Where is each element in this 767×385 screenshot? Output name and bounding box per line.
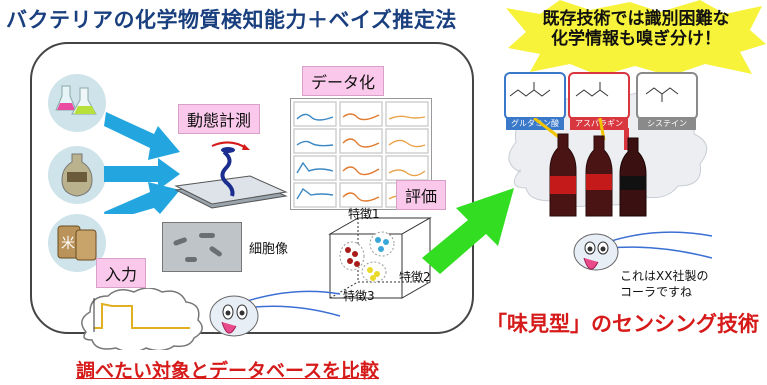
cysteine-card: システイン xyxy=(636,72,698,130)
feature-cube xyxy=(328,217,432,299)
evaluation-label: 評価 xyxy=(396,180,447,210)
bacterium-mascot xyxy=(209,290,341,337)
feature3-label: 特徴3 xyxy=(343,289,375,303)
feature2-label: 特徴2 xyxy=(399,270,431,284)
dynamics-label: 動態計測 xyxy=(178,104,261,134)
speech-line2: コーラですね xyxy=(620,285,693,299)
speech-line1: これはXX社製の xyxy=(620,269,709,283)
molecule-icon xyxy=(575,82,609,97)
cell-image xyxy=(162,222,242,272)
sensing-caption: 「味見型」のセンシング技術 xyxy=(486,312,759,336)
molecule-icon xyxy=(509,82,551,97)
page-title: バクテリアの化学物質検知能力＋ベイズ推定法 xyxy=(6,8,457,32)
starburst-text: 既存技術では識別困難な 化学情報も嗅ぎ分け！ xyxy=(531,9,741,49)
input-label: 入力 xyxy=(96,258,147,288)
bacteria-cells-icon xyxy=(173,233,222,262)
compare-caption: 調べたい対象とデータベースを比較 xyxy=(76,360,380,382)
speech-text: これはXX社製の コーラですね xyxy=(620,268,708,300)
asparagine-card: アスパラギン xyxy=(568,72,630,130)
starburst-shape xyxy=(506,0,766,76)
svg-text:米: 米 xyxy=(61,236,75,252)
result-arrow xyxy=(422,188,514,274)
rice-bag-icon: 米 xyxy=(57,225,97,261)
glutamate-label: グルタミン酸 xyxy=(506,117,564,130)
input-arrows xyxy=(104,112,180,214)
cell-image-label: 細胞像 xyxy=(249,242,289,257)
measurement-plate xyxy=(174,141,288,209)
feature1-label: 特徴1 xyxy=(348,207,380,221)
bottle-item xyxy=(48,146,106,204)
flask-item xyxy=(48,74,106,132)
sake-bottle-icon xyxy=(61,153,93,197)
starburst-line2: 化学情報も嗅ぎ分け！ xyxy=(551,29,721,49)
data-conversion-label: データ化 xyxy=(302,66,385,96)
bacterium-mascot-right xyxy=(573,231,713,271)
thought-cloud xyxy=(81,288,203,350)
molecule-icon xyxy=(645,87,679,102)
cola-bottles xyxy=(549,133,647,217)
starburst-line1: 既存技術では識別困難な xyxy=(542,9,730,29)
glutamate-card: グルタミン酸 xyxy=(504,72,566,130)
cysteine-label: システイン xyxy=(638,117,696,130)
asparagine-label: アスパラギン xyxy=(570,117,628,130)
flask-icon xyxy=(55,85,97,115)
